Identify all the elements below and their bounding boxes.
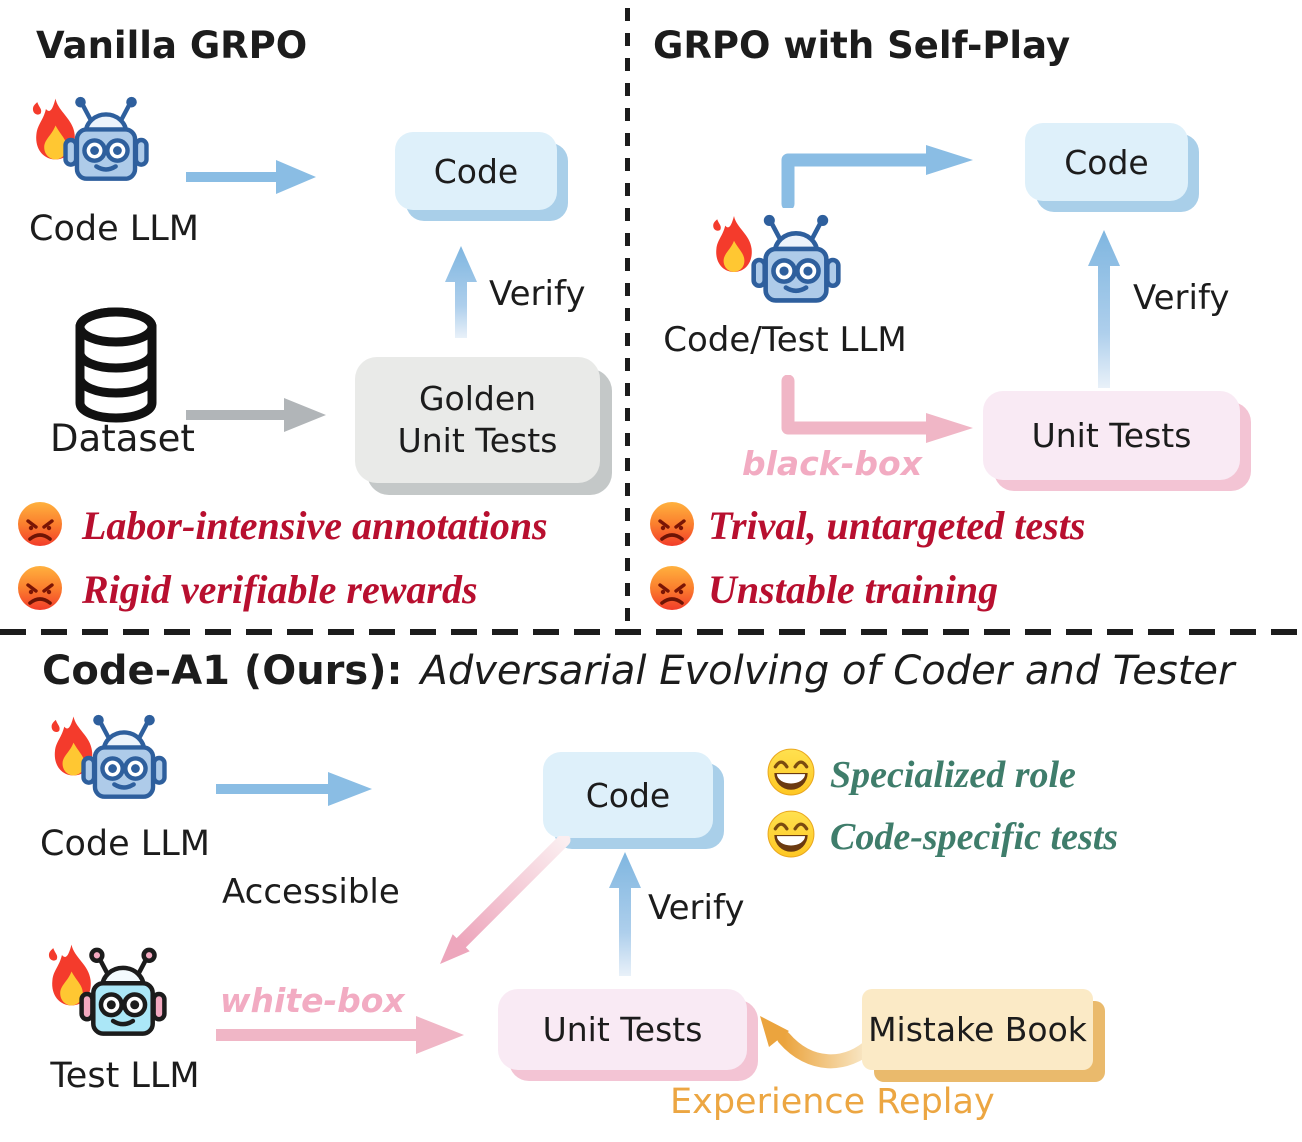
- angry-emoji-icon: [18, 502, 62, 546]
- code-llm-label: Code LLM: [40, 824, 210, 864]
- white-box-label: white-box: [220, 981, 405, 1020]
- verify-arrow: [1088, 230, 1120, 388]
- arrow-llm-to-code: [781, 145, 973, 208]
- ours-title: Code-A1 (Ours): Adversarial Evolving of …: [42, 648, 1234, 694]
- mistake-book-box: Mistake Book: [862, 989, 1093, 1070]
- unit-tests-label: Unit Tests: [542, 1010, 703, 1049]
- database-icon: [75, 307, 157, 423]
- angry-emoji-icon: [650, 502, 694, 546]
- issue-label: Rigid verifiable rewards: [82, 567, 478, 612]
- golden-unit-tests-box: Golden Unit Tests: [355, 357, 600, 483]
- code-box: Code: [543, 752, 713, 838]
- ours-title-bold: Code-A1 (Ours):: [42, 648, 403, 694]
- fire-icon: [48, 944, 91, 1006]
- black-box-label: black-box: [742, 444, 922, 483]
- unit-tests-box: Unit Tests: [983, 391, 1240, 480]
- grin-emoji-icon: [767, 748, 815, 796]
- golden-unit-tests-line1: Golden: [418, 379, 537, 418]
- robot-icon: [63, 96, 149, 181]
- test-llm-label: Test LLM: [50, 1056, 200, 1096]
- code-llm-label: Code LLM: [29, 209, 199, 249]
- unit-tests-box: Unit Tests: [498, 989, 747, 1070]
- pro-label: Specialized role: [830, 754, 1076, 796]
- issue-label: Labor-intensive annotations: [82, 503, 548, 548]
- arrow-code-to-unittests-accessible: [440, 836, 571, 964]
- ours-title-italic: Adversarial Evolving of Coder and Tester: [420, 648, 1235, 694]
- angry-emoji-icon: [650, 566, 694, 610]
- issue-label: Trival, untargeted tests: [708, 503, 1086, 548]
- arrow-testllm-to-unittests: [216, 1016, 464, 1054]
- issue-label: Unstable training: [708, 567, 999, 612]
- code-box: Code: [1025, 123, 1188, 201]
- robot-icon: [79, 947, 167, 1036]
- arrow-llm-to-unittests: [781, 375, 973, 443]
- code-box-label: Code: [585, 775, 671, 815]
- accessible-label: Accessible: [222, 872, 400, 912]
- verify-label: Verify: [489, 274, 586, 314]
- angry-emoji-icon: [18, 566, 62, 610]
- golden-unit-tests-line2: Unit Tests: [397, 421, 558, 460]
- robot-icon: [81, 714, 167, 799]
- mistake-book-label: Mistake Book: [868, 1010, 1087, 1049]
- horizontal-dashed-divider: [0, 629, 1302, 635]
- verify-arrow: [445, 246, 477, 338]
- arrow-mistakebook-to-unittests: [760, 1016, 878, 1069]
- arrow-codellm-to-code: [186, 160, 316, 194]
- robot-icon: [751, 214, 841, 303]
- code-box-label: Code: [433, 151, 519, 191]
- fire-icon: [713, 216, 752, 272]
- experience-replay-label: Experience Replay: [670, 1082, 995, 1122]
- vertical-dashed-divider: [625, 8, 630, 628]
- pro-label: Code-specific tests: [830, 816, 1119, 858]
- vanilla-title: Vanilla GRPO: [36, 24, 308, 67]
- verify-label: Verify: [1133, 278, 1230, 318]
- unit-tests-label: Unit Tests: [1031, 416, 1192, 455]
- dataset-label: Dataset: [50, 417, 195, 460]
- grin-emoji-icon: [767, 810, 815, 858]
- verify-label: Verify: [648, 888, 745, 928]
- code-box-label: Code: [1064, 142, 1149, 182]
- code-box: Code: [395, 132, 557, 210]
- code-test-llm-label: Code/Test LLM: [663, 320, 907, 360]
- arrow-dataset-to-golden: [186, 398, 326, 432]
- selfplay-title: GRPO with Self-Play: [653, 24, 1071, 67]
- verify-arrow: [609, 852, 641, 976]
- arrow-codellm-to-code: [216, 772, 372, 806]
